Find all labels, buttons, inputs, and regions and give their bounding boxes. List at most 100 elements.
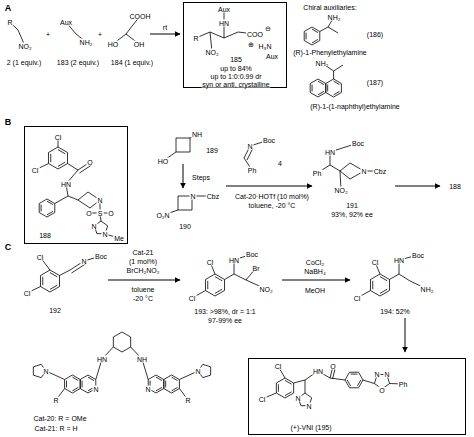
- double-bond: [312, 29, 318, 32]
- bond: [334, 65, 343, 71]
- double-bond: [72, 377, 78, 380]
- bond: [330, 378, 345, 380]
- scheme-label: +: [45, 31, 51, 38]
- bond: [60, 270, 71, 276]
- scheme-label: HN: [393, 257, 405, 264]
- scheme-label: Cl: [188, 295, 197, 302]
- double-bond: [306, 33, 307, 40]
- bond: [340, 163, 350, 171]
- bond: [176, 138, 177, 152]
- scheme-label: Aux: [265, 53, 279, 60]
- double-bond: [334, 91, 340, 94]
- bond: [225, 274, 235, 280]
- double-bond: [372, 281, 373, 289]
- scheme-label: NH₂: [315, 60, 330, 67]
- ring-bond: [39, 199, 55, 217]
- scheme-label: 93%, 92% ee: [330, 211, 374, 218]
- scheme-label: CoCl₂: [305, 259, 325, 266]
- scheme-label: N: [80, 258, 87, 265]
- scheme-label: Boc: [411, 252, 425, 259]
- scheme-label: R: [6, 19, 13, 26]
- bond: [305, 380, 306, 393]
- scheme-label: HO: [157, 158, 170, 165]
- double-bond: [318, 81, 324, 84]
- bond: [176, 152, 190, 153]
- scheme-label: S: [97, 210, 104, 217]
- ring-bond: [370, 274, 389, 296]
- double-bond: [334, 81, 340, 84]
- double-bond: [82, 381, 83, 388]
- scheme-label: ⊖: [264, 25, 272, 32]
- scheme-label: 189: [205, 147, 219, 154]
- compound-caption: 188: [38, 232, 52, 239]
- scheme-label: 183 (2 equiv.): [56, 59, 100, 66]
- scheme-label: +: [97, 31, 103, 38]
- ring-bond: [310, 79, 326, 97]
- scheme-label: HO: [107, 41, 120, 48]
- double-bond: [380, 289, 387, 293]
- scheme-label: COO: [246, 31, 264, 38]
- scheme-label: R: [192, 35, 199, 42]
- double-bond: [285, 380, 292, 384]
- scheme-label: 97-99% ee: [207, 317, 243, 324]
- scheme-label: Aux: [59, 19, 73, 26]
- scheme-label: Cl: [54, 134, 63, 141]
- double-bond: [312, 39, 318, 42]
- bond: [333, 71, 334, 79]
- scheme-label: N: [90, 223, 97, 230]
- scheme-label: (R)-1-(1-naphthyl)ethylamine: [309, 103, 400, 110]
- bond: [210, 32, 224, 38]
- double-bond: [215, 277, 222, 281]
- scheme-label: N: [96, 197, 103, 204]
- ring-bond: [276, 378, 293, 398]
- double-bond: [278, 384, 279, 392]
- scheme-label: Boc: [262, 137, 276, 144]
- scheme-label: Ph: [398, 381, 409, 388]
- scheme-label: Chiral auxiliaries:: [302, 4, 357, 11]
- scheme-label: Br: [252, 265, 261, 272]
- ring-bond: [65, 375, 81, 393]
- scheme-label: 190: [178, 223, 192, 230]
- reaction-arrow: [395, 186, 440, 187]
- ring-bond: [164, 375, 180, 393]
- double-bond: [327, 85, 328, 92]
- ring-bond: [48, 147, 67, 169]
- scheme-label: MeOH: [304, 287, 326, 294]
- scheme-label: N: [194, 368, 201, 375]
- double-bond: [165, 381, 166, 388]
- ring-bond: [345, 372, 363, 388]
- double-bond: [42, 277, 43, 285]
- compound-caption: (+)-VNI (195): [289, 424, 332, 431]
- compound-caption: 185: [229, 56, 243, 63]
- structures: [10, 9, 440, 406]
- bond: [68, 196, 78, 200]
- scheme-label: R: [52, 397, 59, 404]
- scheme-label: (1 mol%): [128, 258, 158, 265]
- scheme-label: OH: [133, 41, 146, 48]
- double-bond: [207, 281, 208, 289]
- reaction-arrow: [150, 34, 180, 35]
- reaction-arrow: [226, 186, 312, 187]
- scheme-label: Me: [113, 235, 125, 242]
- bond: [78, 192, 88, 200]
- scheme-label: N: [189, 193, 196, 200]
- scheme-label: Boc: [351, 140, 365, 147]
- scheme-label: O: [329, 363, 336, 370]
- scheme-label: (186): [366, 31, 384, 38]
- scheme-label: N: [246, 143, 253, 150]
- scheme-label: NO₂: [258, 286, 273, 293]
- double-bond: [88, 377, 94, 380]
- scheme-label: Cl: [206, 259, 215, 266]
- scheme-label: (R)-1-Phenylethylamine: [292, 49, 368, 56]
- double-bond: [66, 381, 67, 388]
- scheme-label: NO₂: [17, 43, 32, 50]
- double-bond: [41, 205, 42, 212]
- double-bond: [50, 273, 57, 277]
- scheme-label: O₂N: [155, 212, 170, 219]
- bond: [399, 274, 410, 281]
- bond: [363, 380, 374, 384]
- bond: [78, 200, 90, 208]
- scheme-label: HN: [60, 181, 72, 188]
- scheme-label: 184 (1 equiv.): [110, 59, 154, 66]
- double-bond: [215, 289, 222, 293]
